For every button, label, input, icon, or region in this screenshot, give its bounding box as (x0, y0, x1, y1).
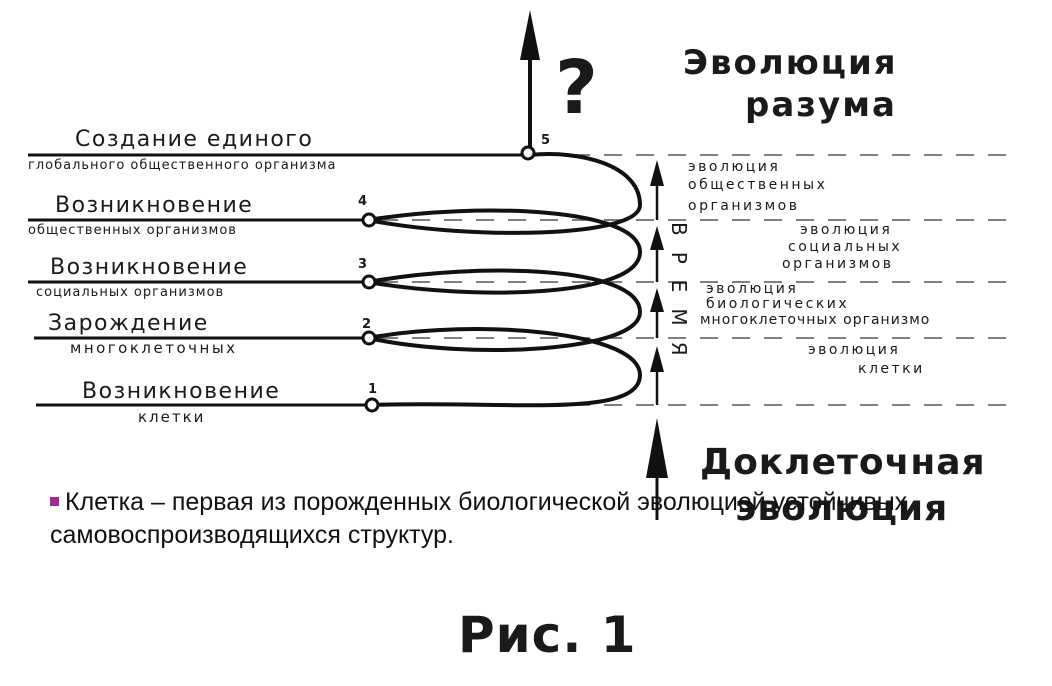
level-point-2 (361, 330, 377, 346)
stage-3-line-3: многоклеточных организмо (700, 312, 930, 328)
time-arrow-head-4 (650, 160, 664, 186)
figure-label: Рис. 1 (458, 606, 637, 664)
stage-1-line-3: организмов (688, 198, 799, 214)
bottom-right-line-1: Доклеточная (700, 442, 986, 483)
level-number-1: 1 (368, 382, 377, 397)
caption: Клетка – первая из порожденных биологиче… (50, 486, 910, 552)
stage-2-line-3: организмов (782, 256, 893, 272)
stage-2-line-2: социальных (788, 239, 902, 255)
level-title-3: Возникновение (50, 255, 248, 280)
stage-1-line-1: эволюция (688, 159, 780, 175)
level-number-5: 5 (541, 133, 550, 148)
stage-3-line-1: эволюция (706, 281, 798, 297)
time-arrow-head-2 (650, 288, 664, 312)
level-number-4: 4 (358, 194, 367, 209)
level-title-2: Зарождение (48, 311, 209, 336)
level-point-3 (361, 274, 377, 290)
level-subtitle-2: многоклеточных (70, 339, 238, 357)
level-title-1: Возникновение (82, 379, 280, 404)
level-subtitle-1: клетки (138, 408, 205, 426)
top-right-line-2: разума (745, 85, 897, 125)
level-point-1 (364, 397, 380, 413)
stage-4-line-1: эволюция (808, 342, 900, 358)
time-axis-label: ВРЕМЯ (667, 222, 691, 372)
stage-3-line-2: биологических (706, 296, 849, 312)
level-title-4: Возникновение (55, 193, 253, 218)
bottom-right-line-2: эволюция (735, 488, 948, 529)
top-arrow-head (520, 10, 540, 60)
caption-text: Клетка – первая из порожденных биологиче… (50, 488, 908, 549)
level-subtitle-5: глобального общественного организма (28, 158, 337, 173)
stage-1-line-2: общественных (688, 177, 827, 193)
stage-2-line-1: эволюция (800, 222, 892, 238)
level-subtitle-4: общественных организмов (28, 223, 237, 238)
level-point-5 (520, 145, 536, 161)
pre-cell-arrow-head (646, 418, 668, 478)
top-right-line-1: Эволюция (683, 43, 898, 83)
bullet-icon (50, 497, 59, 506)
level-number-3: 3 (358, 257, 367, 272)
stage-4-line-2: клетки (858, 361, 925, 377)
level-point-4 (361, 212, 377, 228)
spiral (366, 46, 643, 408)
level-title-5: Создание единого (75, 127, 313, 152)
time-arrow-head-3 (650, 226, 664, 250)
time-arrow-head-1 (650, 346, 664, 372)
level-subtitle-3: социальных организмов (36, 285, 224, 300)
question-mark: ? (555, 45, 598, 131)
level-number-2: 2 (362, 317, 371, 332)
